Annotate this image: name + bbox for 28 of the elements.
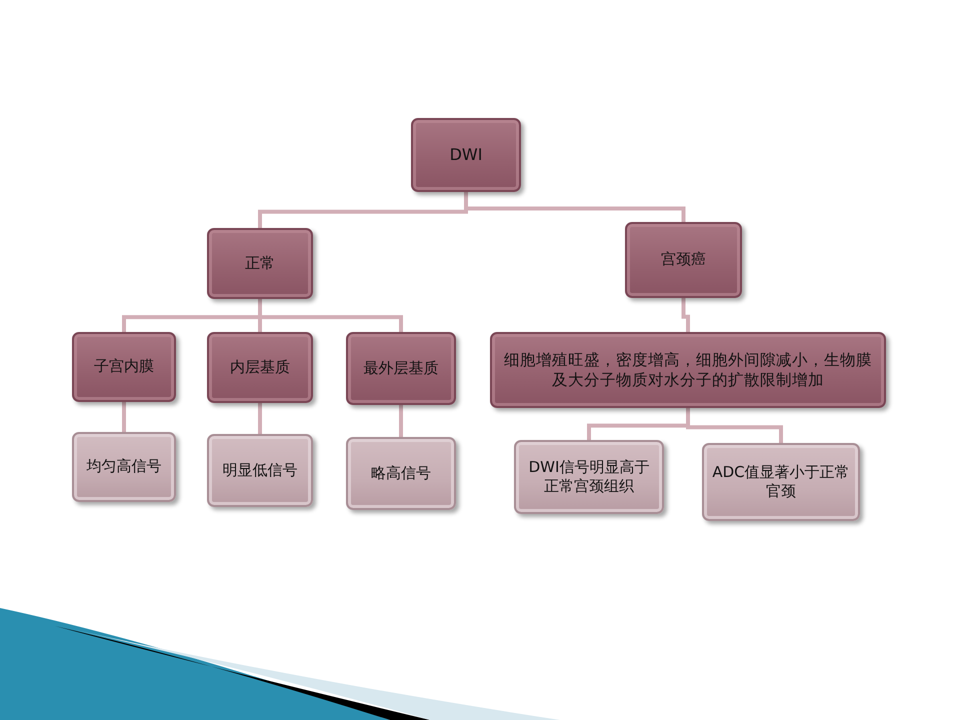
- category-box: [625, 222, 742, 298]
- category-box: [490, 332, 886, 408]
- finding-box: [514, 440, 664, 514]
- box-label: DWI信号明显高于正常宫颈组织: [528, 458, 650, 496]
- finding-box: [207, 434, 313, 507]
- category-box: [411, 118, 521, 192]
- box-label: ADC值显著小于正常官颈: [711, 462, 851, 502]
- finding-box: [702, 443, 860, 521]
- box-label: 内层基质: [230, 358, 290, 378]
- box-label: 正常: [245, 254, 275, 274]
- box-label: DWI: [450, 144, 482, 166]
- box-label: 细胞增殖旺盛，密度增高，细胞外间隙减小，生物膜及大分子物质对水分子的扩散限制增加: [503, 350, 873, 390]
- finding-box: [72, 432, 176, 502]
- connector-line: [122, 402, 126, 432]
- box-label: 略高信号: [371, 464, 431, 484]
- box-label: 均匀高信号: [86, 457, 162, 477]
- connector-line: [682, 298, 690, 332]
- category-box: [207, 228, 313, 299]
- connector-line: [399, 405, 403, 437]
- category-box: [72, 332, 176, 402]
- box-label: 最外层基质: [364, 358, 438, 378]
- box-label: 子宫内膜: [94, 357, 154, 377]
- category-box: [207, 332, 313, 403]
- finding-box: [346, 437, 456, 510]
- box-label: 明显低信号: [222, 460, 298, 480]
- connector-line: [258, 403, 262, 434]
- category-box: [346, 332, 456, 405]
- box-label: 宫颈癌: [661, 250, 706, 270]
